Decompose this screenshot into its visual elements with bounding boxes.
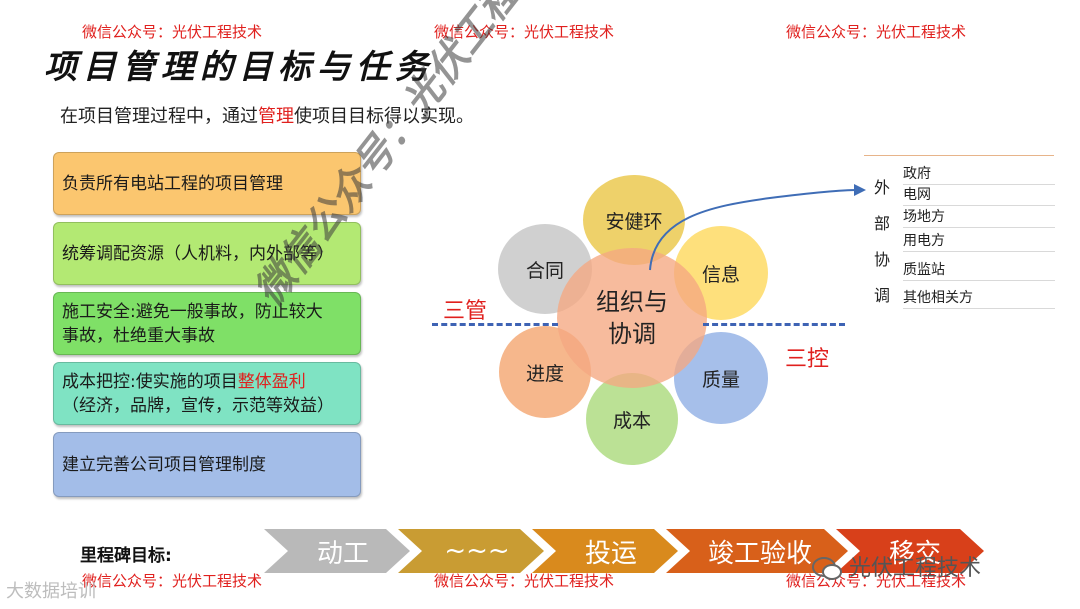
page-title: 项目管理的目标与任务 bbox=[44, 47, 434, 86]
milestone-stage: 投运 bbox=[584, 538, 637, 569]
watermark-top-2: 微信公众号：光伏工程技术 bbox=[434, 23, 615, 41]
milestone-stage: 竣工验收 bbox=[707, 538, 812, 569]
milestone-stage: 动工 bbox=[316, 538, 369, 569]
task-text-line1: 成本把控:使实施的项目整体盈利 bbox=[62, 371, 306, 392]
external-item: 用电方 bbox=[903, 230, 1055, 252]
subtitle-after: 使项目目标得以实现。 bbox=[294, 106, 474, 127]
dash-right bbox=[703, 323, 845, 326]
task-text: 建立完善公司项目管理制度 bbox=[62, 454, 266, 475]
task-box-project-mgmt: 负责所有电站工程的项目管理 bbox=[53, 152, 361, 215]
subtitle-highlight: 管理 bbox=[258, 106, 294, 127]
center-organize-coordinate: 组织与协调 bbox=[557, 248, 707, 388]
petal-cost: 成本 bbox=[586, 373, 678, 465]
external-label-char: 调 bbox=[874, 286, 891, 305]
subtitle-before: 在项目管理过程中，通过 bbox=[60, 106, 258, 127]
watermark-bottom-1: 微信公众号：光伏工程技术 bbox=[82, 572, 263, 590]
milestone-label: 里程碑目标: bbox=[80, 546, 172, 566]
milestone-stage: ~~~ bbox=[444, 536, 510, 566]
external-label-char: 外 bbox=[874, 178, 891, 197]
three-control-label: 三控 bbox=[785, 347, 830, 372]
external-item: 电网 bbox=[903, 184, 1055, 206]
external-item: 场地方 bbox=[903, 206, 1055, 228]
external-label-char: 协 bbox=[874, 250, 891, 269]
task-box-cost: 成本把控:使实施的项目整体盈利 （经济，品牌，宣传，示范等效益） bbox=[53, 362, 361, 425]
wechat-brand: 光伏工程技术 bbox=[812, 550, 981, 582]
external-item: 质监站 bbox=[903, 259, 1055, 281]
task-text-line2: 事故，杜绝重大事故 bbox=[62, 325, 215, 346]
external-item: 政府 bbox=[903, 163, 1055, 185]
milestone-stage: 移交 bbox=[888, 538, 941, 569]
external-table bbox=[864, 155, 1054, 156]
task-box-resources: 统筹调配资源（人机料，内外部等） bbox=[53, 222, 361, 285]
dash-left bbox=[432, 323, 558, 326]
watermark-top-1: 微信公众号：光伏工程技术 bbox=[82, 23, 263, 41]
task-text: 统筹调配资源（人机料，内外部等） bbox=[62, 243, 334, 264]
task-box-safety: 施工安全:避免一般事故，防止较大 事故，杜绝重大事故 bbox=[53, 292, 361, 355]
external-label-char: 部 bbox=[874, 214, 891, 233]
corner-logo: 大数据培训 bbox=[6, 581, 96, 602]
task-text-line1: 施工安全:避免一般事故，防止较大 bbox=[62, 301, 323, 322]
task-text-line2: （经济，品牌，宣传，示范等效益） bbox=[62, 395, 334, 416]
watermark-top-3: 微信公众号：光伏工程技术 bbox=[786, 23, 967, 41]
three-manage-label: 三管 bbox=[443, 299, 488, 324]
wechat-icon bbox=[812, 557, 842, 580]
task-box-system: 建立完善公司项目管理制度 bbox=[53, 432, 361, 497]
watermark-bottom-2: 微信公众号：光伏工程技术 bbox=[434, 572, 615, 590]
external-item: 其他相关方 bbox=[903, 287, 1055, 309]
arrow-to-external bbox=[649, 184, 866, 271]
task-text: 负责所有电站工程的项目管理 bbox=[62, 173, 283, 194]
subtitle: 在项目管理过程中，通过管理使项目目标得以实现。 bbox=[60, 102, 474, 128]
milestone-arrows bbox=[264, 529, 984, 573]
